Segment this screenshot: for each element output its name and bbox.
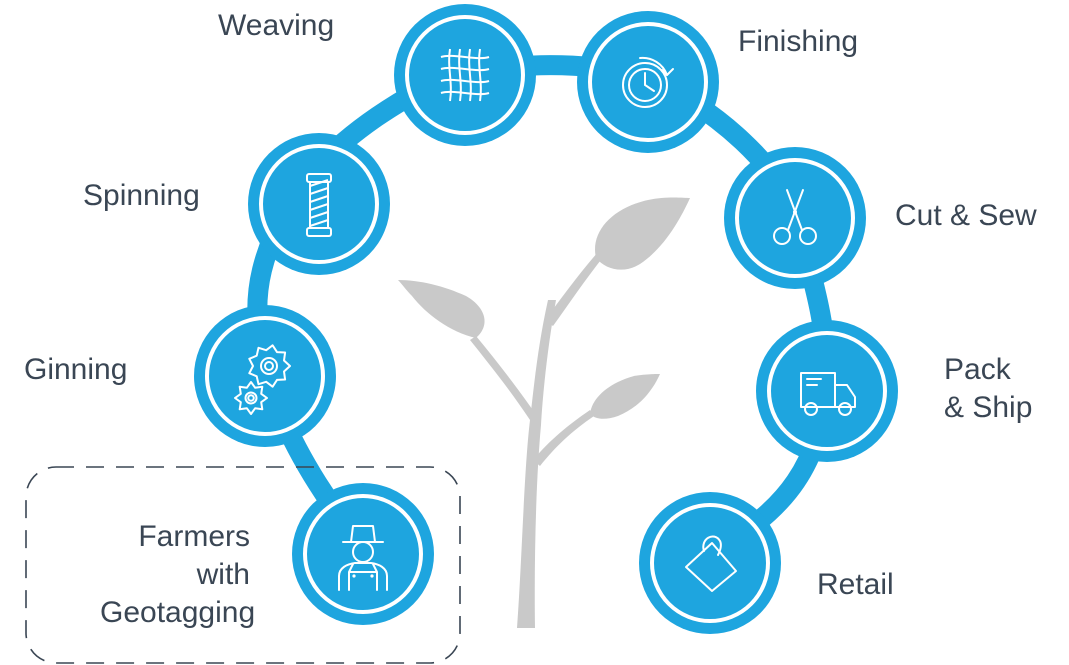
stage-label-retail: Retail	[817, 566, 894, 604]
scissors-icon	[773, 189, 817, 245]
plant-illustration	[398, 197, 690, 628]
stage-label-weaving-text: Weaving	[218, 9, 335, 42]
farmer-icon	[338, 525, 388, 591]
truck-icon	[800, 372, 856, 416]
stage-label-spinning: Spinning	[83, 177, 200, 215]
stage-node-retail	[639, 492, 781, 634]
stage-label-weaving: Weaving	[218, 7, 334, 45]
stage-label-ginning: Ginning	[24, 351, 127, 389]
stage-node-inner-ring	[588, 22, 708, 142]
stage-node-inner-ring	[303, 494, 423, 614]
stage-label-ginning-text: Ginning	[24, 353, 128, 386]
stage-node-ginning	[194, 305, 336, 447]
farmers-highlight-box	[25, 466, 461, 664]
stage-node-inner-ring	[259, 144, 379, 264]
stage-label-pack-ship-line-2: & Ship	[944, 391, 1033, 424]
weave-icon	[440, 48, 490, 102]
stage-node-spinning	[248, 133, 390, 275]
stage-label-pack-ship: Pack & Ship	[944, 351, 1032, 427]
stage-node-disc	[394, 4, 536, 146]
stage-label-finishing: Finishing	[738, 23, 858, 61]
stage-node-disc	[577, 11, 719, 153]
spool-icon	[306, 173, 332, 237]
stage-node-disc	[724, 147, 866, 289]
stage-label-farmers-line-2: with	[196, 558, 250, 591]
stage-node-weaving	[394, 4, 536, 146]
stage-node-farmers	[292, 483, 434, 625]
stage-node-inner-ring	[205, 316, 325, 436]
stage-node-disc	[756, 320, 898, 462]
stage-node-cut-sew	[724, 147, 866, 289]
plant-branch-right	[545, 252, 604, 326]
stage-label-farmers-line-1: Farmers	[138, 520, 250, 553]
leaf-top-right	[595, 197, 690, 270]
stage-label-pack-ship-line-1: Pack	[944, 353, 1011, 386]
plant-stem	[517, 300, 556, 628]
dial-icon	[622, 56, 674, 108]
stage-node-inner-ring	[405, 15, 525, 135]
stage-label-cut-sew-text: Cut & Sew	[895, 199, 1037, 232]
plant-branch-left	[470, 336, 537, 420]
stage-node-disc	[194, 305, 336, 447]
plant-branch-lower	[533, 410, 594, 466]
stage-label-retail-text: Retail	[817, 568, 894, 601]
stage-node-disc	[292, 483, 434, 625]
stage-node-inner-ring	[650, 503, 770, 623]
leaf-left	[398, 280, 485, 338]
gears-icon	[234, 344, 291, 415]
stage-node-inner-ring	[767, 331, 887, 451]
stage-node-pack-ship	[756, 320, 898, 462]
stage-label-farmers-line-3: Geotagging	[100, 596, 256, 629]
shopping-bag-icon	[685, 535, 737, 592]
stage-node-disc	[248, 133, 390, 275]
stage-node-inner-ring	[735, 158, 855, 278]
leaf-lower-right	[590, 374, 660, 419]
stage-label-farmers: Farmers with Geotagging	[100, 518, 256, 632]
stage-label-spinning-text: Spinning	[83, 179, 200, 212]
stage-node-finishing	[577, 11, 719, 153]
stage-node-disc	[639, 492, 781, 634]
stage-label-cut-sew: Cut & Sew	[895, 197, 1037, 235]
stage-label-finishing-text: Finishing	[738, 25, 859, 58]
